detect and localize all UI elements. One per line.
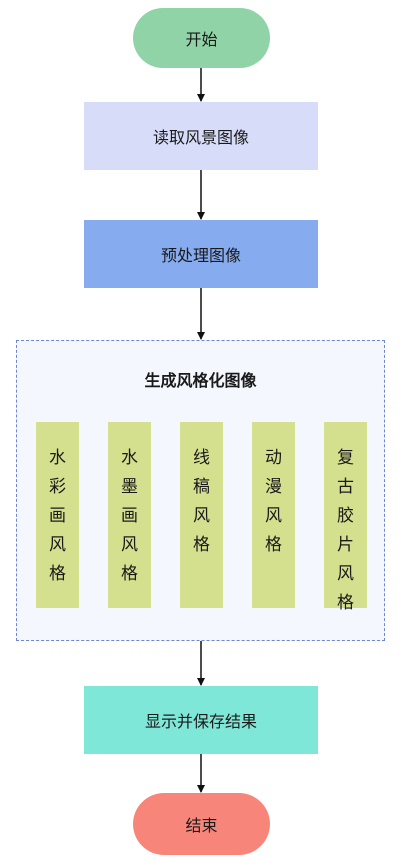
style-char: 复 xyxy=(337,448,354,468)
style-watercolor: 水彩画风格 xyxy=(36,422,79,608)
style-char: 动 xyxy=(265,448,282,468)
style-retro-film: 复古胶片风格 xyxy=(324,422,367,613)
style-char: 格 xyxy=(337,593,354,613)
read-image-node: 读取风景图像 xyxy=(84,102,318,170)
read-image-label: 读取风景图像 xyxy=(152,128,249,147)
style-char: 墨 xyxy=(121,477,138,497)
style-char: 风 xyxy=(265,506,282,526)
style-anime: 动漫风格 xyxy=(252,422,295,608)
stylize-group: 生成风格化图像 水彩画风格 水墨画风格 线稿风格 动漫风格 复古胶片风格 xyxy=(16,340,385,641)
style-char: 画 xyxy=(121,506,138,526)
style-char: 风 xyxy=(121,535,138,555)
style-char: 格 xyxy=(265,535,282,555)
start-node: 开始 xyxy=(133,8,270,68)
style-char: 古 xyxy=(337,477,354,497)
style-char: 水 xyxy=(49,448,66,468)
save-result-label: 显示并保存结果 xyxy=(144,712,257,731)
style-char: 水 xyxy=(121,448,138,468)
start-label: 开始 xyxy=(185,30,218,49)
style-char: 画 xyxy=(49,506,66,526)
style-char: 片 xyxy=(337,535,354,555)
style-char: 胶 xyxy=(337,506,354,526)
end-label: 结束 xyxy=(185,816,218,835)
stylize-group-title: 生成风格化图像 xyxy=(144,371,257,390)
end-node: 结束 xyxy=(133,793,270,855)
style-char: 风 xyxy=(337,564,354,584)
preprocess-node: 预处理图像 xyxy=(84,220,318,288)
style-char: 格 xyxy=(49,564,66,584)
style-char: 风 xyxy=(49,535,66,555)
style-char: 格 xyxy=(193,535,210,555)
save-result-node: 显示并保存结果 xyxy=(84,686,318,754)
preprocess-label: 预处理图像 xyxy=(160,246,241,265)
style-line-art: 线稿风格 xyxy=(180,422,223,608)
style-ink-wash: 水墨画风格 xyxy=(108,422,151,608)
style-char: 彩 xyxy=(49,477,66,497)
style-char: 风 xyxy=(193,506,210,526)
style-char: 稿 xyxy=(193,477,210,497)
style-char: 漫 xyxy=(265,477,282,497)
style-char: 线 xyxy=(193,448,210,468)
style-char: 格 xyxy=(121,564,138,584)
